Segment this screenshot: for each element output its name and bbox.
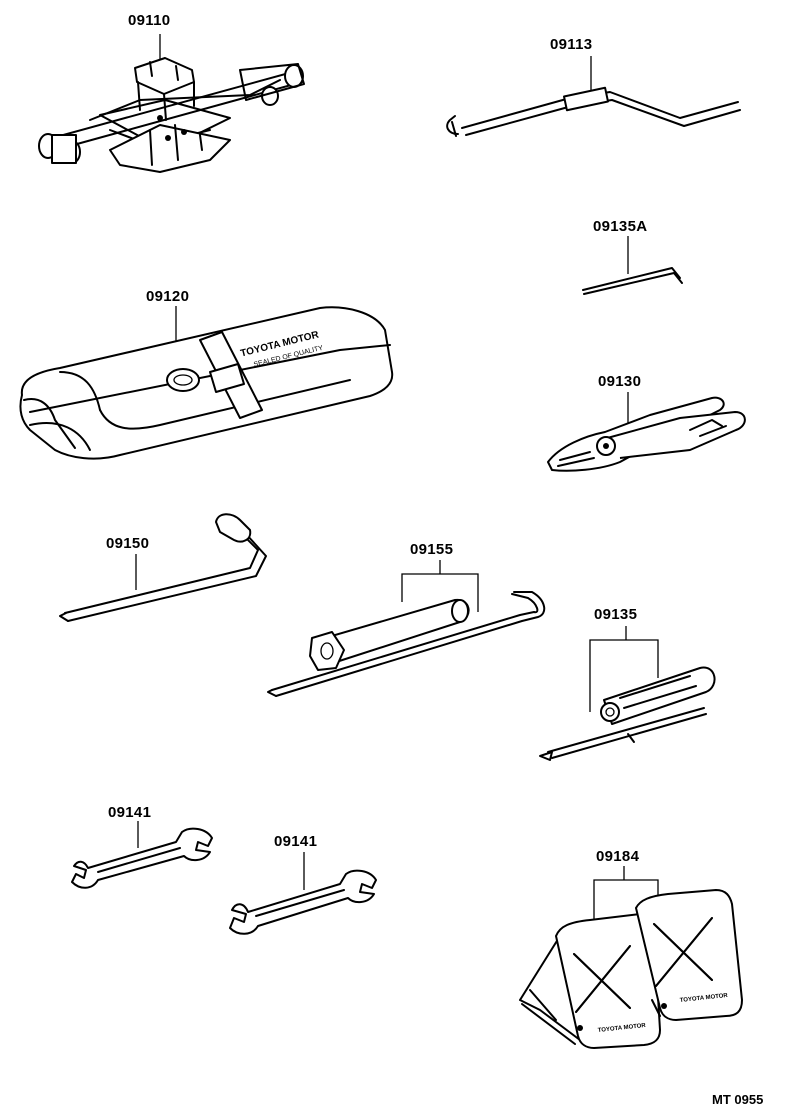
label-screwdriver: 09135 xyxy=(594,606,638,623)
wheel-nut-wrench xyxy=(60,514,266,621)
pliers xyxy=(548,392,745,471)
chock-left-text: TOYOTA MOTOR xyxy=(598,1023,647,1034)
label-jack-handle: 09113 xyxy=(550,36,593,53)
chock-right-text: TOYOTA MOTOR xyxy=(680,993,729,1004)
label-tool-bag: 09120 xyxy=(146,288,190,305)
small-hex-wrench xyxy=(583,236,682,294)
drawing-code: MT 0955 xyxy=(712,1092,764,1107)
label-jack: 09110 xyxy=(128,12,171,29)
label-plug-wrench: 09155 xyxy=(410,541,454,558)
label-wrench-2: 09141 xyxy=(274,833,318,850)
open-end-wrench-1 xyxy=(72,821,212,888)
label-wheel-nut-wrench: 09150 xyxy=(106,535,150,552)
screwdriver-set xyxy=(540,626,715,760)
label-wrench-1: 09141 xyxy=(108,804,152,821)
wheel-chocks: TOYOTA MOTOR TOYOTA MOTOR xyxy=(520,866,742,1048)
scissor-jack xyxy=(39,34,304,172)
label-small-wrench: 09135A xyxy=(593,218,648,235)
plug-wrench-set xyxy=(268,560,544,696)
label-wheel-chocks: 09184 xyxy=(596,848,640,865)
jack-handle xyxy=(447,56,740,136)
tool-bag: TOYOTA MOTOR SEALED OF QUALITY xyxy=(20,306,392,459)
label-pliers: 09130 xyxy=(598,373,642,390)
open-end-wrench-2 xyxy=(230,852,376,934)
